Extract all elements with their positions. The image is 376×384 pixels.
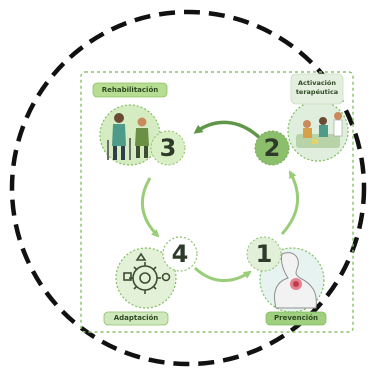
step-3-circle: [150, 130, 186, 166]
step-1-circle: [246, 236, 282, 272]
adaptation-label: Adaptación: [113, 314, 159, 322]
adaptation-node: [115, 247, 177, 309]
outer-dashed-circle: [9, 9, 367, 367]
step-3-number: 3: [159, 134, 177, 162]
arrow-4-to-1: [193, 266, 252, 283]
prevention-label: Prevención: [274, 314, 318, 322]
rehab-node: [99, 104, 161, 166]
rehabilitation-label: Rehabilitación: [101, 86, 159, 94]
step-4-number: 4: [171, 240, 189, 268]
step-4-circle: [162, 236, 198, 272]
arrow-3-to-4: [140, 177, 160, 238]
adaptation-gears-icon: [123, 252, 171, 294]
activation-node: [287, 100, 349, 162]
body-outline-icon: [274, 252, 317, 309]
rehab-people-icon: [107, 113, 149, 160]
inner-dashed-frame: [80, 71, 354, 333]
adaptation-label-bg: [103, 311, 169, 326]
step-2-number: 2: [263, 134, 281, 162]
arrow-1-to-2: [280, 170, 300, 236]
step-1-number: 1: [255, 240, 273, 268]
rehab-label-bg: [92, 82, 168, 98]
prevention-label-bg: [265, 311, 327, 326]
step-2-circle: [254, 130, 290, 166]
activation-label-bg: [290, 73, 344, 105]
activation-label: Activación terapéutica: [295, 79, 339, 96]
therapy-group-icon: [296, 112, 343, 148]
arrow-2-to-3: [193, 120, 264, 142]
